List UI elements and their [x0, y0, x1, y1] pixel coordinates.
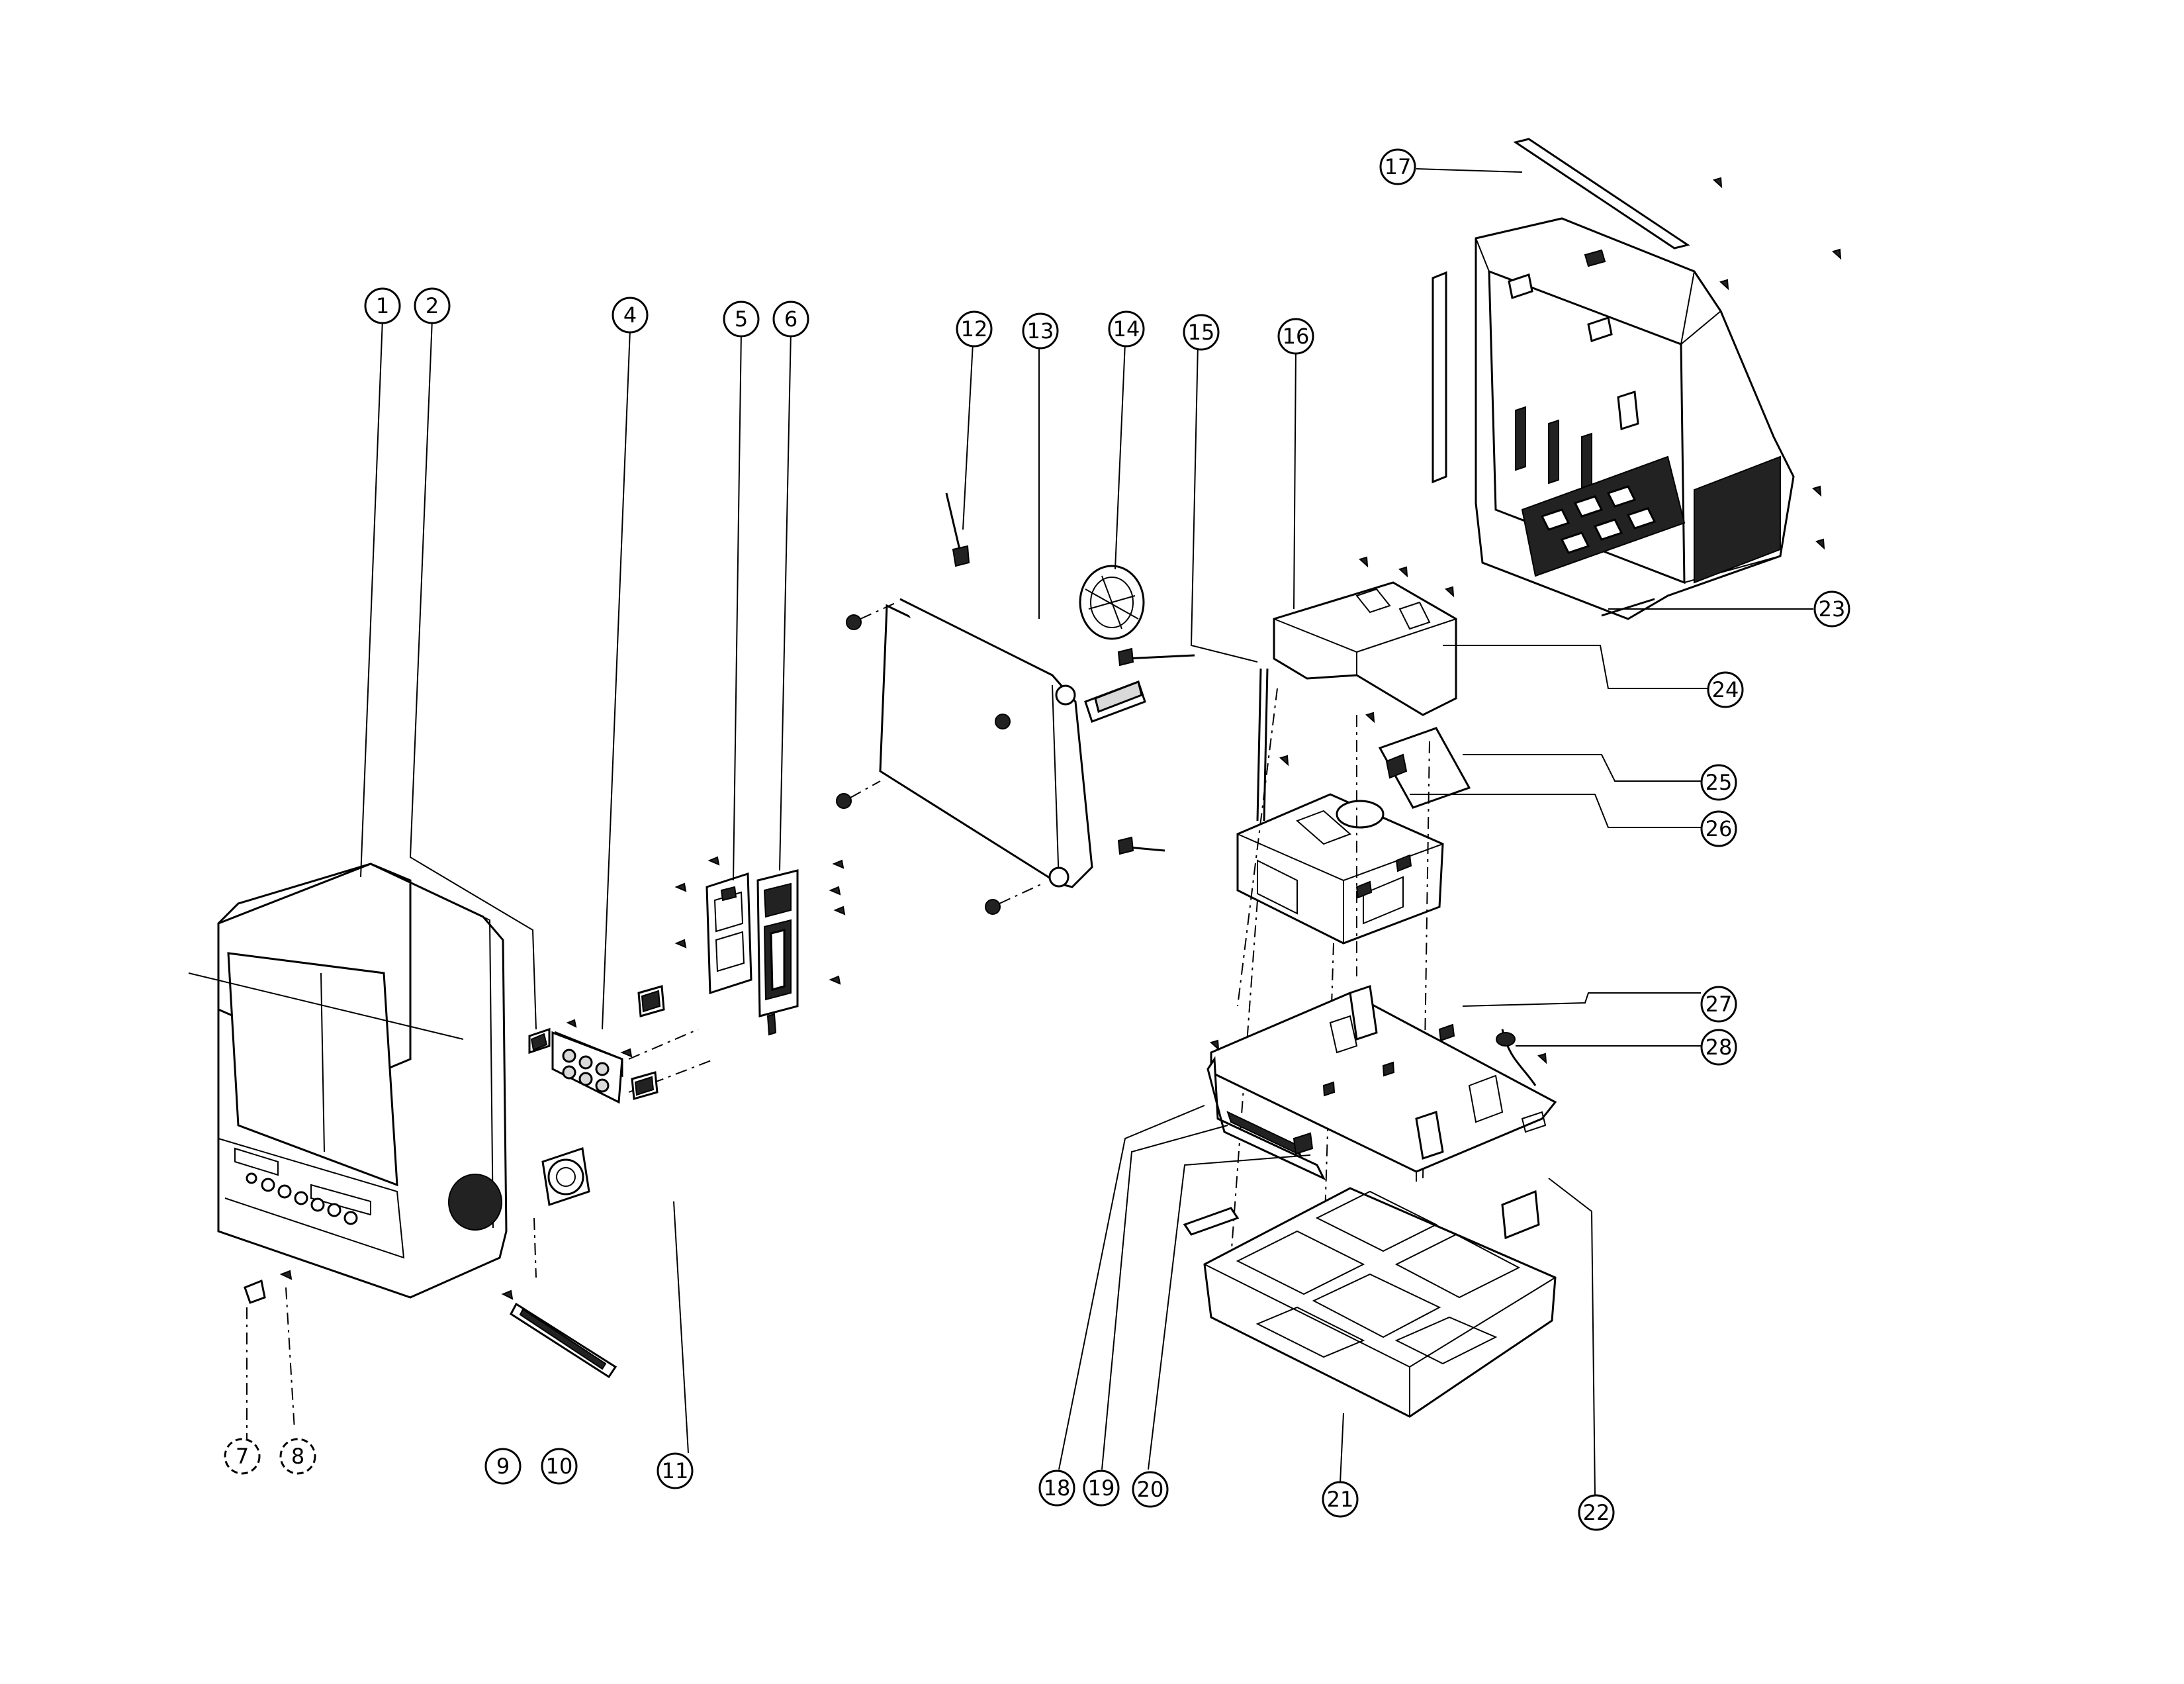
label-strip-17 [1513, 138, 1690, 250]
svg-text:5: 5 [735, 306, 748, 332]
speaker-11 [541, 1147, 590, 1206]
svg-text:15: 15 [1188, 320, 1215, 345]
svg-text:4: 4 [623, 303, 637, 328]
svg-text:14: 14 [1113, 316, 1140, 342]
callout-19: 19 [1083, 1470, 1120, 1507]
shield-plate-16 [1273, 556, 1457, 716]
ground-wire-12 [945, 492, 970, 567]
main-pcb-22 [1210, 985, 1557, 1182]
svg-text:22: 22 [1583, 1500, 1610, 1525]
front-cabinet [188, 863, 508, 1299]
rear-panel-bracket [1206, 1039, 1326, 1181]
svg-text:1: 1 [376, 293, 389, 318]
callout-26: 26 [1700, 810, 1737, 847]
wire-harness-28 [1496, 1029, 1547, 1086]
svg-text:18: 18 [1044, 1475, 1071, 1501]
control-board-6 [756, 869, 799, 1036]
svg-text:16: 16 [1283, 324, 1310, 349]
svg-text:26: 26 [1706, 816, 1733, 841]
callout-14: 14 [1108, 310, 1145, 348]
svg-text:25: 25 [1706, 770, 1733, 795]
callout-12: 12 [956, 310, 993, 348]
back-cabinet-23 [1475, 217, 1795, 620]
callout-22: 22 [1578, 1494, 1615, 1531]
svg-text:13: 13 [1027, 318, 1054, 344]
svg-text:6: 6 [784, 306, 797, 332]
screw-9 [501, 1289, 514, 1300]
bracket-10 [510, 1302, 617, 1379]
deflection-yoke-14 [1079, 565, 1145, 640]
callout-10: 10 [541, 1448, 578, 1485]
callout-8: 8 [279, 1438, 316, 1475]
svg-text:24: 24 [1712, 677, 1739, 702]
board-screws [674, 856, 846, 985]
callout-16: 16 [1277, 318, 1314, 355]
callout-2: 2 [414, 287, 451, 324]
callout-7: 7 [224, 1438, 261, 1475]
callout-28: 28 [1700, 1029, 1737, 1066]
svg-text:17: 17 [1385, 154, 1412, 179]
bracket-small-b [631, 1071, 659, 1100]
svg-text:28: 28 [1706, 1035, 1733, 1060]
callout-15: 15 [1183, 314, 1220, 351]
svg-text:10: 10 [546, 1454, 573, 1479]
control-board-5 [705, 872, 752, 995]
svg-text:23: 23 [1819, 596, 1846, 622]
svg-text:2: 2 [426, 293, 439, 318]
svg-text:11: 11 [662, 1458, 689, 1483]
back-screws [1713, 177, 1842, 550]
callout-13: 13 [1022, 312, 1059, 350]
callout-20: 20 [1132, 1471, 1169, 1508]
callout-6: 6 [772, 301, 809, 338]
side-strip [1432, 271, 1447, 484]
callout-17: 17 [1379, 148, 1416, 185]
bottom-tray-21 [1183, 1187, 1557, 1418]
svg-text:19: 19 [1088, 1475, 1115, 1501]
crt-tube-13 [836, 598, 1146, 915]
svg-text:12: 12 [961, 316, 988, 342]
callout-11: 11 [657, 1452, 694, 1489]
callout-24: 24 [1707, 671, 1744, 708]
callout-25: 25 [1700, 764, 1737, 801]
callout-9: 9 [484, 1448, 522, 1485]
svg-text:27: 27 [1706, 992, 1733, 1017]
vcr-mechanism [1236, 793, 1444, 945]
callout-27: 27 [1700, 986, 1737, 1023]
callout-1: 1 [364, 287, 401, 324]
callout-23: 23 [1813, 590, 1850, 628]
callout-21: 21 [1322, 1481, 1359, 1518]
svg-text:21: 21 [1327, 1487, 1354, 1512]
svg-text:7: 7 [236, 1444, 249, 1469]
leader-lines [360, 168, 1813, 1497]
knob-part-7 [244, 1279, 266, 1304]
bracket-25 [1378, 727, 1471, 809]
callout-18: 18 [1038, 1470, 1075, 1507]
screw-part-8 [279, 1270, 293, 1280]
svg-text:20: 20 [1137, 1477, 1164, 1502]
callout-5: 5 [723, 301, 760, 338]
svg-text:8: 8 [291, 1444, 304, 1469]
av-jack-board [528, 1019, 633, 1104]
svg-text:9: 9 [496, 1454, 510, 1479]
callout-4: 4 [612, 297, 649, 334]
bracket-small-a [637, 985, 665, 1017]
